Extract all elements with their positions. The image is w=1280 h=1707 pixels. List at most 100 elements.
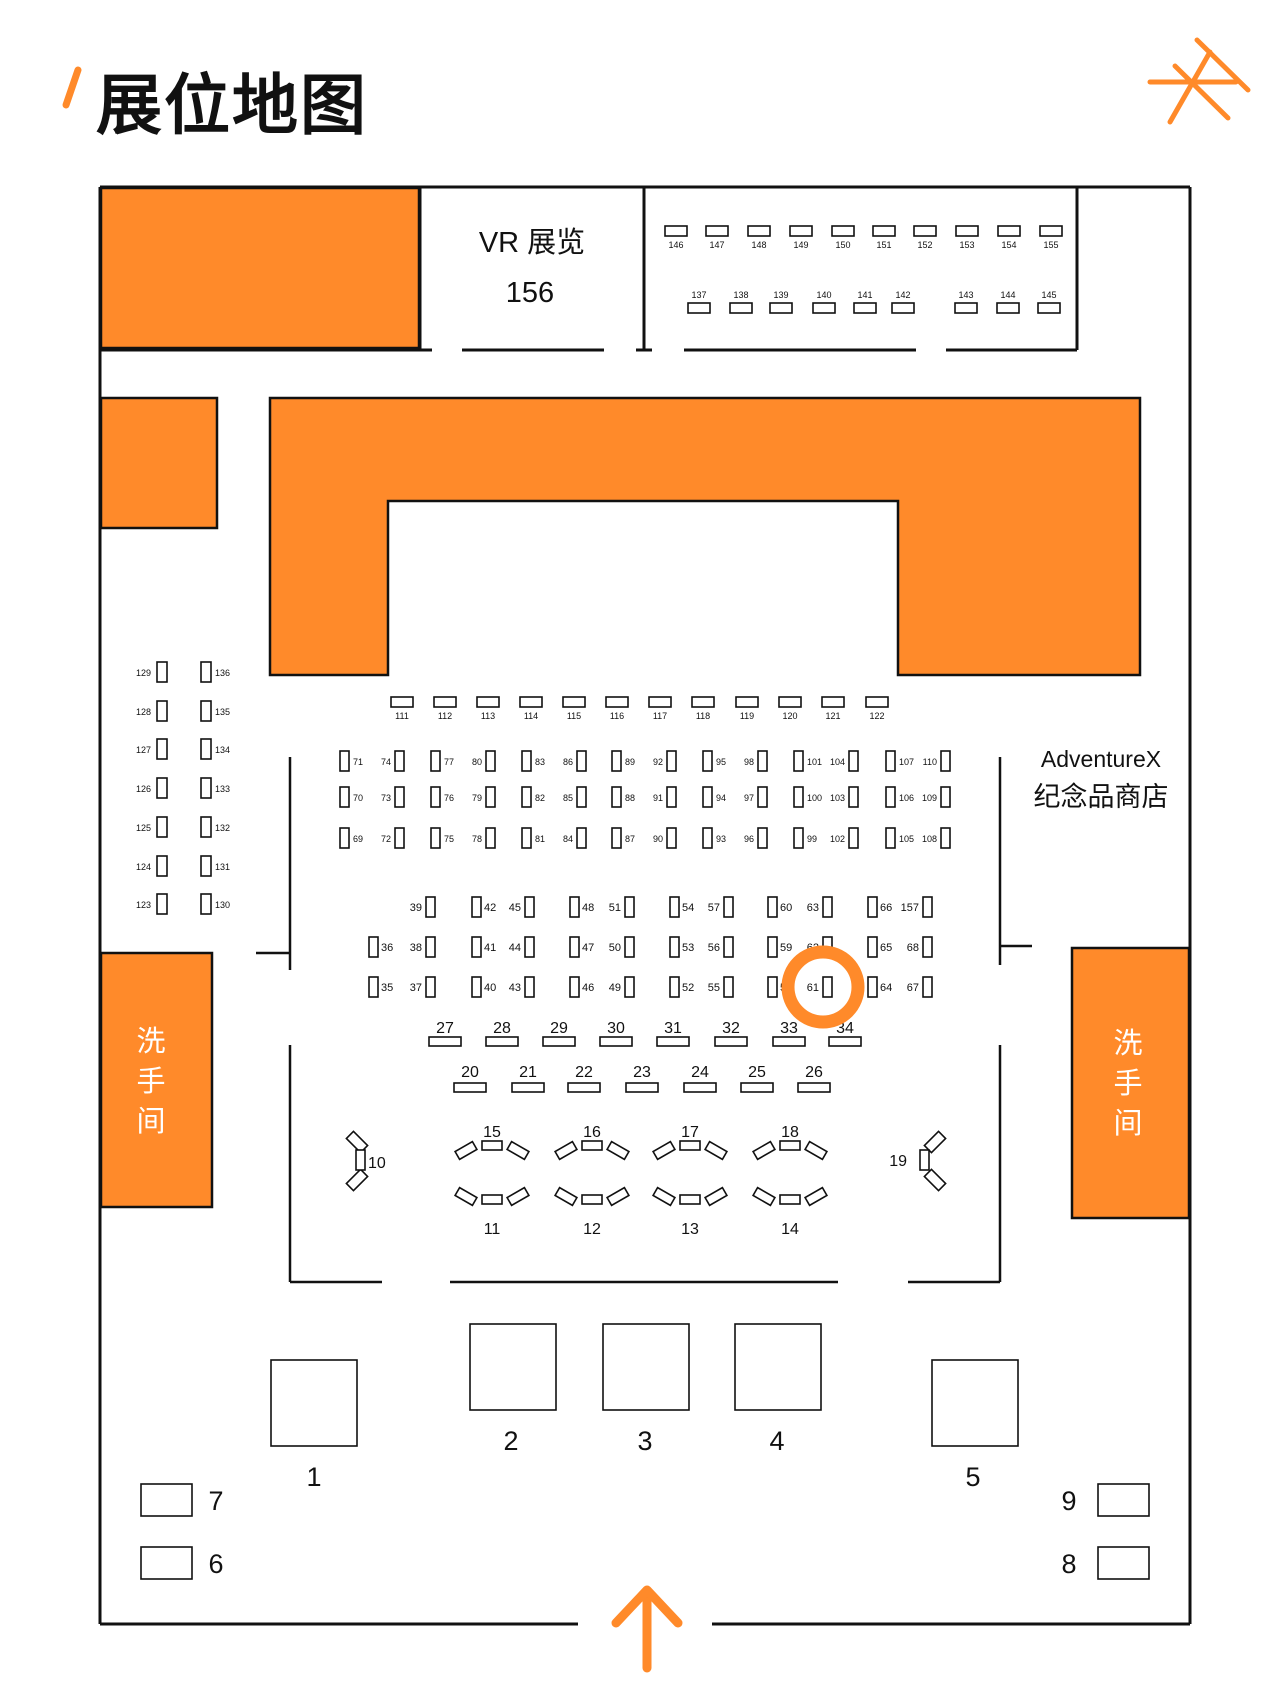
booth-81[interactable] <box>521 827 532 849</box>
booth-83[interactable] <box>521 750 532 772</box>
booth-42[interactable] <box>471 896 482 918</box>
booth-104[interactable] <box>848 750 859 772</box>
booth-52[interactable] <box>669 976 680 998</box>
booth-114[interactable] <box>519 696 543 708</box>
booth-99[interactable] <box>793 827 804 849</box>
booth-53[interactable] <box>669 936 680 958</box>
booth-26[interactable] <box>797 1082 831 1093</box>
booth-25[interactable] <box>740 1082 774 1093</box>
booth-116[interactable] <box>605 696 629 708</box>
booth-138[interactable] <box>729 302 753 314</box>
booth-79[interactable] <box>485 786 496 808</box>
booth-58[interactable] <box>767 976 778 998</box>
booth-122[interactable] <box>865 696 889 708</box>
booth-38[interactable] <box>425 936 436 958</box>
booth-10[interactable] <box>345 1130 369 1192</box>
booth-63[interactable] <box>822 896 833 918</box>
booth-3[interactable] <box>602 1323 690 1411</box>
booth-91[interactable] <box>666 786 677 808</box>
booth-67[interactable] <box>922 976 933 998</box>
booth-39[interactable] <box>425 896 436 918</box>
booth-133[interactable] <box>200 777 212 799</box>
booth-121[interactable] <box>821 696 845 708</box>
booth-102[interactable] <box>848 827 859 849</box>
booth-14[interactable] <box>751 1186 829 1207</box>
booth-82[interactable] <box>521 786 532 808</box>
booth-32[interactable] <box>714 1036 748 1047</box>
booth-94[interactable] <box>702 786 713 808</box>
booth-8[interactable] <box>1097 1546 1150 1580</box>
booth-45[interactable] <box>524 896 535 918</box>
booth-15[interactable] <box>453 1140 531 1161</box>
booth-46[interactable] <box>569 976 580 998</box>
booth-57[interactable] <box>723 896 734 918</box>
booth-136[interactable] <box>200 661 212 683</box>
booth-123[interactable] <box>156 893 168 915</box>
booth-97[interactable] <box>757 786 768 808</box>
booth-12[interactable] <box>553 1186 631 1207</box>
booth-120[interactable] <box>778 696 802 708</box>
booth-84[interactable] <box>576 827 587 849</box>
booth-153[interactable] <box>955 225 979 237</box>
booth-30[interactable] <box>599 1036 633 1047</box>
booth-51[interactable] <box>624 896 635 918</box>
booth-18[interactable] <box>751 1140 829 1161</box>
booth-78[interactable] <box>485 827 496 849</box>
booth-115[interactable] <box>562 696 586 708</box>
booth-34[interactable] <box>828 1036 862 1047</box>
booth-31[interactable] <box>656 1036 690 1047</box>
booth-117[interactable] <box>648 696 672 708</box>
booth-29[interactable] <box>542 1036 576 1047</box>
booth-106[interactable] <box>885 786 896 808</box>
booth-41[interactable] <box>471 936 482 958</box>
booth-108[interactable] <box>940 827 951 849</box>
booth-27[interactable] <box>428 1036 462 1047</box>
booth-132[interactable] <box>200 816 212 838</box>
booth-98[interactable] <box>757 750 768 772</box>
booth-68[interactable] <box>922 936 933 958</box>
booth-151[interactable] <box>872 225 896 237</box>
booth-112[interactable] <box>433 696 457 708</box>
booth-17[interactable] <box>651 1140 729 1161</box>
booth-148[interactable] <box>747 225 771 237</box>
booth-127[interactable] <box>156 738 168 760</box>
booth-155[interactable] <box>1039 225 1063 237</box>
booth-72[interactable] <box>394 827 405 849</box>
booth-35[interactable] <box>368 976 379 998</box>
booth-124[interactable] <box>156 855 168 877</box>
booth-6[interactable] <box>140 1546 193 1580</box>
booth-59[interactable] <box>767 936 778 958</box>
booth-100[interactable] <box>793 786 804 808</box>
booth-146[interactable] <box>664 225 688 237</box>
booth-118[interactable] <box>691 696 715 708</box>
booth-75[interactable] <box>430 827 441 849</box>
booth-137[interactable] <box>687 302 711 314</box>
booth-93[interactable] <box>702 827 713 849</box>
booth-28[interactable] <box>485 1036 519 1047</box>
booth-110[interactable] <box>940 750 951 772</box>
booth-152[interactable] <box>913 225 937 237</box>
booth-113[interactable] <box>476 696 500 708</box>
booth-89[interactable] <box>611 750 622 772</box>
booth-66[interactable] <box>867 896 878 918</box>
booth-9[interactable] <box>1097 1483 1150 1517</box>
booth-61[interactable] <box>822 976 833 998</box>
booth-71[interactable] <box>339 750 350 772</box>
booth-157[interactable] <box>922 896 933 918</box>
booth-142[interactable] <box>891 302 915 314</box>
booth-73[interactable] <box>394 786 405 808</box>
booth-33[interactable] <box>772 1036 806 1047</box>
booth-47[interactable] <box>569 936 580 958</box>
booth-135[interactable] <box>200 700 212 722</box>
booth-130[interactable] <box>200 893 212 915</box>
booth-129[interactable] <box>156 661 168 683</box>
booth-95[interactable] <box>702 750 713 772</box>
booth-88[interactable] <box>611 786 622 808</box>
booth-16[interactable] <box>553 1140 631 1161</box>
booth-80[interactable] <box>485 750 496 772</box>
booth-40[interactable] <box>471 976 482 998</box>
booth-5[interactable] <box>931 1359 1019 1447</box>
booth-144[interactable] <box>996 302 1020 314</box>
booth-36[interactable] <box>368 936 379 958</box>
booth-92[interactable] <box>666 750 677 772</box>
